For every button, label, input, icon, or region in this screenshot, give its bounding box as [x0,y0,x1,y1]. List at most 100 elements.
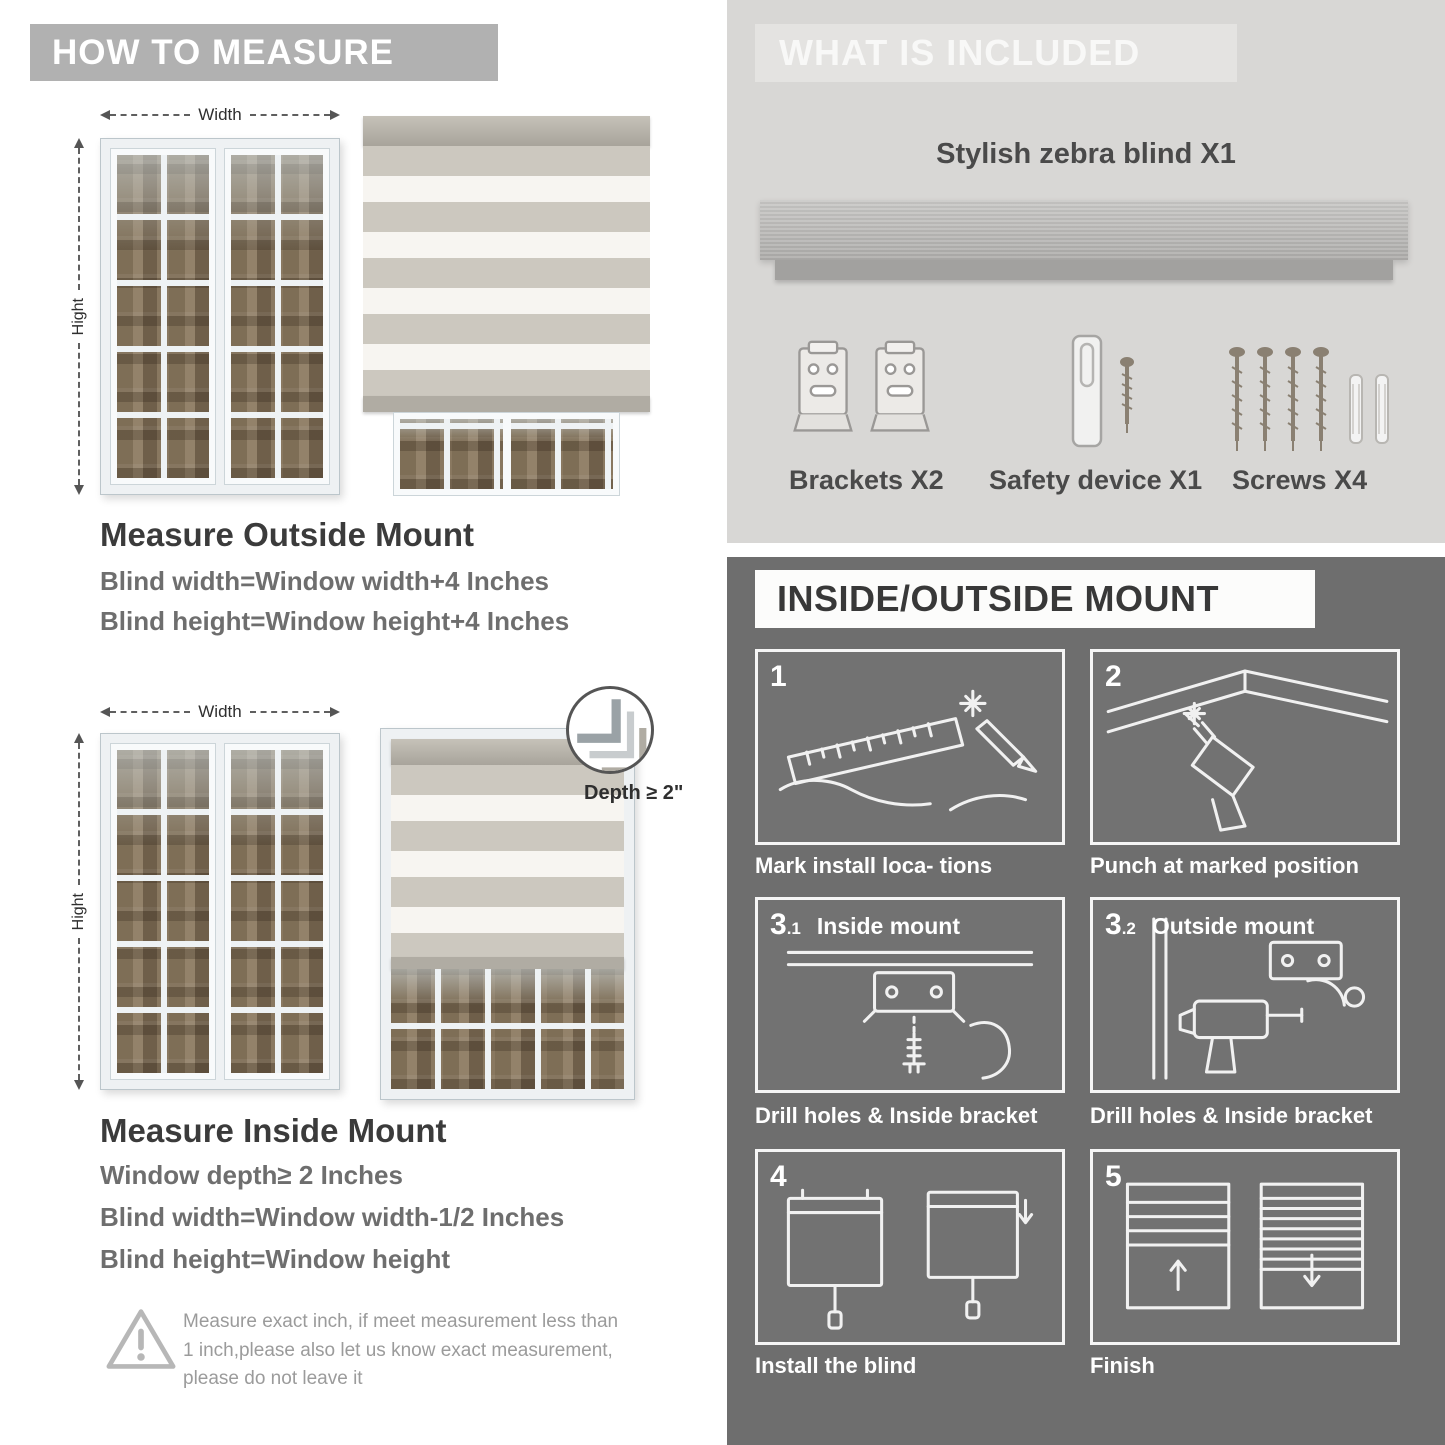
zebra-blind-inside-illustration [380,728,635,1100]
window-panes [231,155,323,478]
arrow-down-icon [74,485,84,496]
width-arrow-outside: Width [100,105,340,124]
frame-corner-icon [577,699,647,771]
arrow-left-icon [100,707,110,717]
measure-warning-text: Measure exact inch, if meet measurement … [183,1311,619,1389]
step-number-sub: .2 [1121,919,1136,938]
blind-stripes [391,765,624,957]
width-arrow-inside: Width [100,702,340,721]
inside-mount-illustration [786,950,1034,1080]
window-panes [117,155,209,478]
step-caption-3-1: Drill holes & Inside bracket [755,1103,1038,1128]
arrow-right-icon [330,110,340,120]
mark-location-illustration [778,689,1038,812]
screws-label: Screws X4 [1232,465,1368,495]
height-arrow-inside: Hight [70,733,88,1091]
outside-mount-illustration [1152,917,1366,1080]
what-is-included-header: WHAT IS INCLUDED [755,24,1237,82]
screw-icon [1313,347,1329,451]
bracket-icon [870,340,930,432]
step-number: 2 [1105,660,1122,694]
how-to-measure-header: HOW TO MEASURE [30,24,498,81]
blind-headrail [363,116,650,146]
blind-stripes [363,146,650,396]
window-sash [224,148,330,485]
arrow-up-icon [74,733,84,743]
zebra-blind-label: Stylish zebra blind X1 [936,138,1236,170]
what-is-included-section: WHAT IS INCLUDED Stylish zebra blind X1 [727,0,1445,543]
arrow-line [78,743,80,885]
zebra-blind-outside-illustration [363,116,650,500]
window-illustration-outside [100,138,340,495]
width-label: Width [198,702,242,721]
step-number: 1 [770,660,787,694]
step-caption-4: Install the blind [755,1353,917,1378]
window-panes [391,969,624,1089]
step-caption-1: Mark install loca- tions [755,853,993,878]
step-number-text: 4 [770,1160,787,1193]
height-label: Hight [70,892,87,931]
arrow-line [249,114,330,116]
step-number-text: 3 [770,908,787,941]
blind-bottomrail [363,396,650,412]
step-number-text: 5 [1105,1160,1122,1193]
window-panes [117,750,209,1073]
measure-formula-line: Window depth≥ 2 Inches [100,1160,403,1190]
window-below-blind [393,412,620,496]
drill-position-illustration [1106,669,1389,832]
step-box-5: 5 [1090,1149,1400,1345]
arrow-right-icon [330,707,340,717]
window-panes [231,750,323,1073]
inside-mount-title: Measure Inside Mount [100,1112,447,1149]
install-blind-illustration [786,1188,1034,1330]
step-box-4: 4 [755,1149,1065,1345]
arrow-down-icon [74,1080,84,1091]
screw-icon [1229,347,1245,451]
measure-formula-line: Blind width=Window width-1/2 Inches [100,1202,565,1232]
mount-steps-section: INSIDE/OUTSIDE MOUNT 1 Mark install loca… [727,557,1445,1445]
step-title: Outside mount [1151,913,1315,939]
arrow-line [78,343,80,486]
step-number-text: 1 [770,660,787,693]
step-number: 5 [1105,1160,1122,1194]
zebra-blind-headrail-illustration [760,200,1408,260]
wall-anchor-icon [1375,374,1389,444]
step-caption-5: Finish [1090,1353,1155,1378]
measure-formula-line: Blind width=Window width+4 Inches [100,566,549,596]
step-box-1: 1 [755,649,1065,845]
depth-callout-circle [566,686,654,774]
window-sash [110,743,216,1080]
window-panes [400,419,503,489]
step-number: 3.1 Inside mount [770,908,960,942]
step-box-3-2: 3.2 Outside mount [1090,897,1400,1093]
height-arrow-outside: Hight [70,138,88,496]
arrow-line [110,114,191,116]
height-label: Hight [70,297,87,336]
step-box-3-1: 3.1 Inside mount [755,897,1065,1093]
step-caption-2: Punch at marked position [1090,853,1359,878]
arrow-line [249,711,330,713]
blind-bottomrail [391,957,624,969]
zebra-blind-headrail-lip [775,260,1393,280]
arrow-left-icon [100,110,110,120]
safety-device-icon [1071,334,1134,448]
finish-illustration [1125,1182,1365,1310]
measure-formula-line: Blind height=Window height+4 Inches [100,606,570,636]
safety-device-label: Safety device X1 [989,465,1203,495]
arrow-up-icon [74,138,84,148]
window-panes [510,419,613,489]
measure-formula-line: Blind height=Window height [100,1244,450,1274]
width-label: Width [198,105,242,124]
window-illustration-inside [100,733,340,1090]
outside-mount-title: Measure Outside Mount [100,516,475,553]
step-title: Inside mount [816,913,960,939]
window-sash [110,148,216,485]
step-box-2: 2 [1090,649,1400,845]
bracket-icon [793,340,853,432]
window-sash [224,743,330,1080]
arrow-line [78,148,80,290]
mount-header: INSIDE/OUTSIDE MOUNT [755,570,1315,628]
window-frame [380,728,635,1100]
step-caption-3-2: Drill holes & Inside bracket [1090,1103,1373,1128]
step-number: 3.2 Outside mount [1105,908,1314,942]
